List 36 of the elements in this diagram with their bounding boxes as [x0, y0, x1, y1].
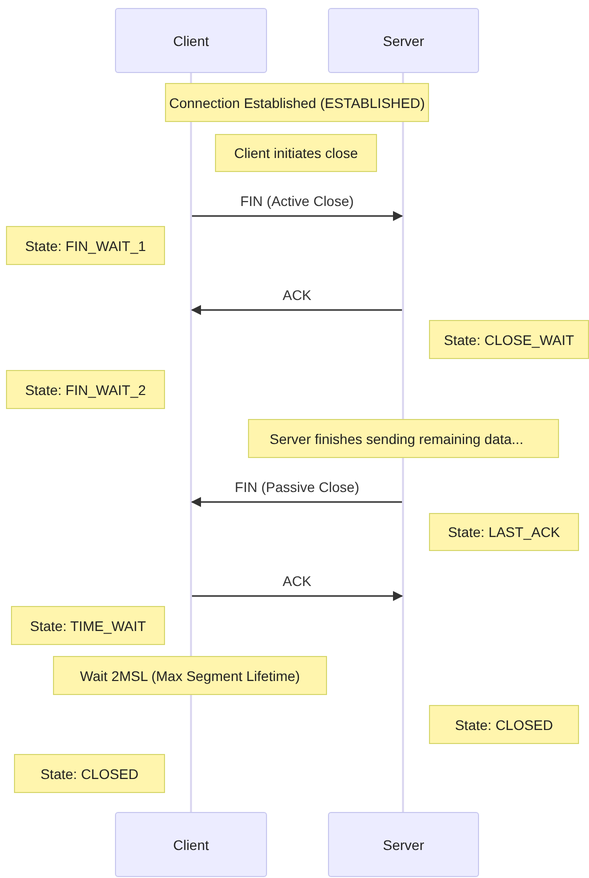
participant-name: Client: [173, 32, 209, 50]
note-box: [11, 606, 165, 645]
participant-box: [115, 812, 267, 877]
note-text: State: TIME_WAIT: [30, 616, 146, 634]
note-text: Client initiates close: [234, 144, 358, 162]
lifeline: [190, 73, 192, 812]
note-box: [429, 513, 579, 551]
participant-box: [328, 8, 479, 73]
note-box: [429, 705, 579, 744]
participant-box: [115, 8, 267, 73]
message-arrow: [191, 305, 402, 315]
note-text: State: CLOSED: [454, 716, 554, 734]
participant-name: Client: [173, 836, 209, 854]
note-box: [53, 656, 327, 695]
note-box: [248, 419, 559, 458]
message-arrow: [192, 211, 403, 221]
note-text: State: FIN_WAIT_2: [25, 380, 146, 398]
note-text: State: FIN_WAIT_1: [25, 236, 146, 254]
note-text: State: LAST_ACK: [448, 523, 560, 541]
note-box: [14, 754, 165, 793]
note-text: Server finishes sending remaining data...: [270, 430, 524, 448]
participant-box: [328, 812, 479, 877]
note-text: State: CLOSE_WAIT: [444, 330, 574, 348]
note-box: [6, 370, 165, 409]
note-box: [165, 83, 429, 122]
participant-name: Server: [382, 836, 424, 854]
message-arrow: [192, 591, 403, 601]
participant-name: Server: [382, 32, 424, 50]
note-box: [429, 320, 589, 359]
lifeline: [402, 73, 404, 812]
note-text: Connection Established (ESTABLISHED): [169, 94, 425, 112]
note-text: Wait 2MSL (Max Segment Lifetime): [80, 666, 300, 684]
note-box: [6, 226, 165, 265]
message-arrow: [191, 497, 402, 507]
note-text: State: CLOSED: [40, 764, 139, 782]
note-box: [215, 134, 377, 172]
